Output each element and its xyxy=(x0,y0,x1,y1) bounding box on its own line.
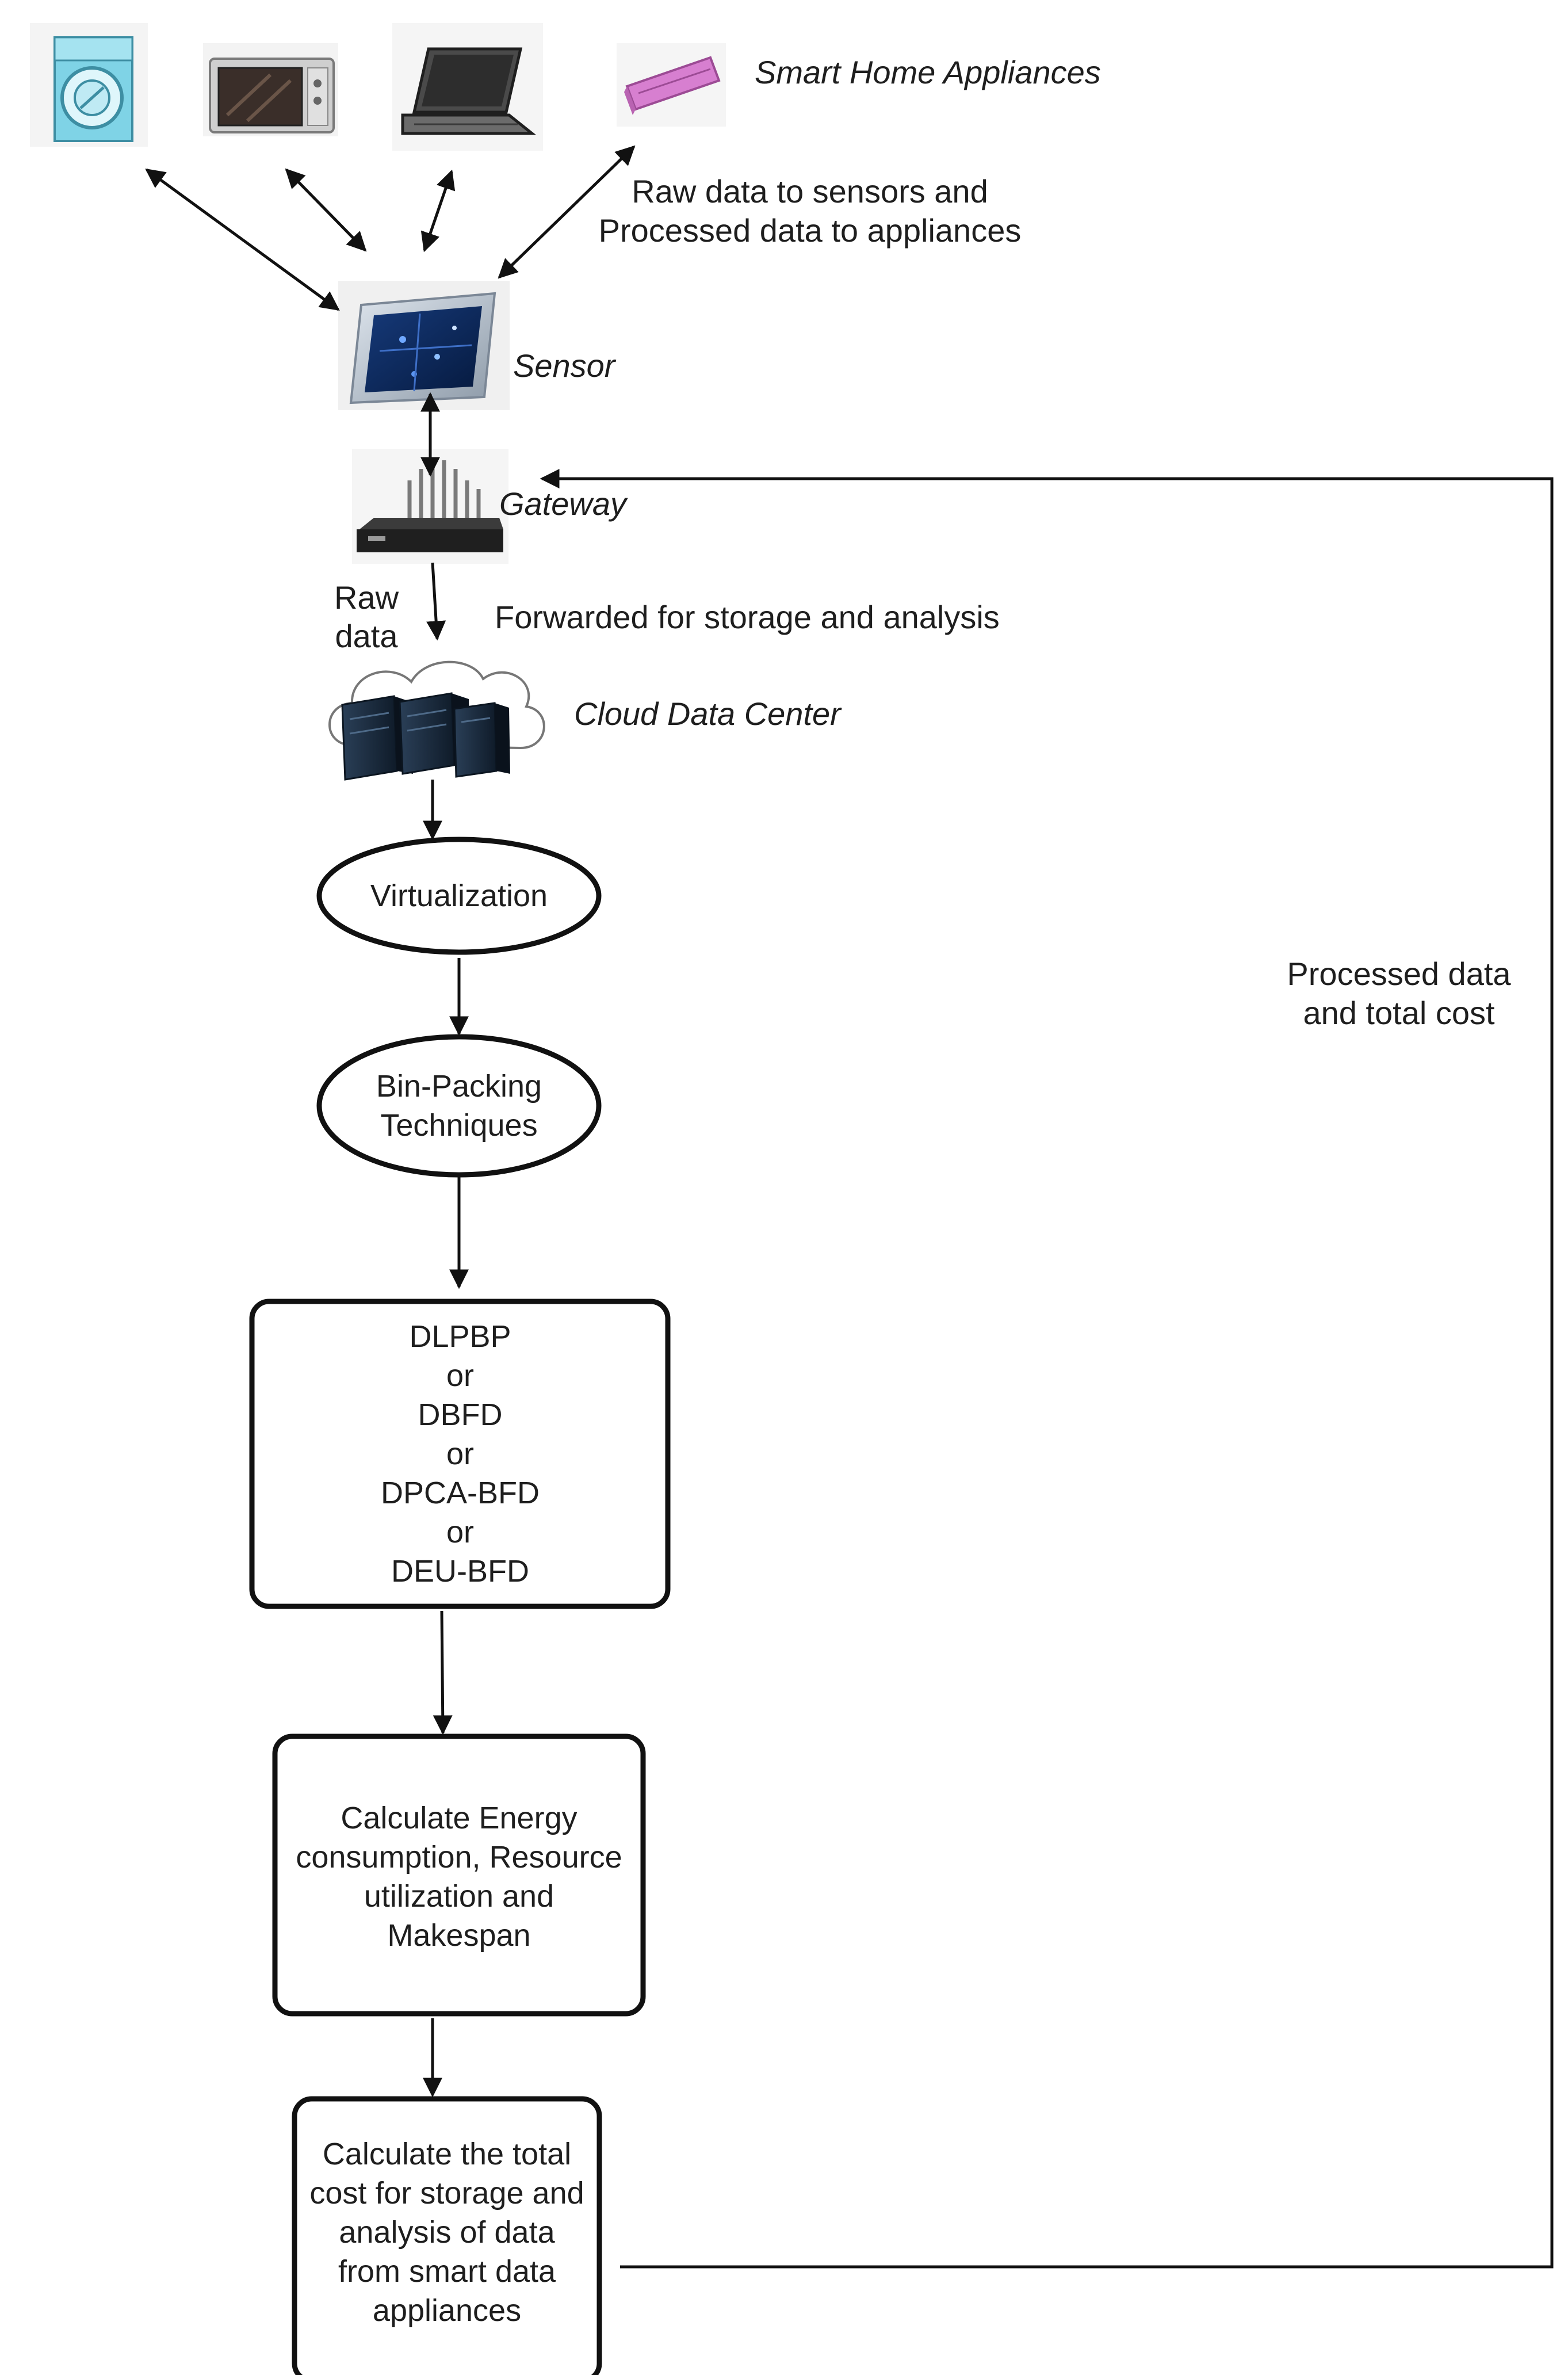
node-line: from smart data xyxy=(338,2254,556,2289)
node-line: or xyxy=(446,1437,474,1471)
sensor-icon xyxy=(338,281,510,410)
node-line: DLPBP xyxy=(409,1319,511,1354)
node-line: DPCA-BFD xyxy=(381,1476,540,1510)
arrow-algorithms-energy xyxy=(433,1610,453,1735)
sensor-label: Sensor xyxy=(513,348,617,384)
algorithms-box xyxy=(249,1299,671,1609)
raw-data-label-line2: Processed data to appliances xyxy=(599,212,1022,249)
arrow-ac-sensor xyxy=(498,145,636,279)
node-line: DEU-BFD xyxy=(391,1554,529,1589)
arrow-microwave-sensor xyxy=(285,168,367,252)
arrow-gateway-cloud xyxy=(426,562,446,641)
node-line: analysis of data xyxy=(339,2215,555,2250)
node-line: Calculate Energy xyxy=(341,1801,577,1835)
cloud-label: Cloud Data Center xyxy=(574,696,842,732)
node-line: Bin-Packing xyxy=(376,1069,542,1104)
air-conditioner-icon xyxy=(617,43,726,127)
virtualization-text: Virtualization xyxy=(370,879,548,913)
forwarded-label: Forwarded for storage and analysis xyxy=(495,599,1000,635)
processed-label-line1: Processed data xyxy=(1287,956,1511,992)
node-line: Techniques xyxy=(380,1108,537,1143)
microwave-icon xyxy=(203,43,338,136)
gateway-label: Gateway xyxy=(499,486,628,522)
cloud-server-icon xyxy=(328,660,545,781)
laptop-icon xyxy=(392,23,543,151)
node-line: Virtualization xyxy=(370,879,548,913)
node-line: appliances xyxy=(373,2293,521,2328)
virtualization-node xyxy=(316,837,602,955)
raw-label: Raw xyxy=(334,579,399,616)
appliances-label: Smart Home Appliances xyxy=(755,54,1101,90)
node-line: or xyxy=(446,1358,474,1393)
node-line: Makespan xyxy=(387,1918,530,1953)
node-line: cost for storage and xyxy=(309,2176,584,2210)
calc-cost-box xyxy=(292,2096,602,2375)
node-line: or xyxy=(446,1515,474,1549)
bin-packing-node xyxy=(316,1034,602,1178)
node-line: DBFD xyxy=(418,1397,503,1432)
node-line: utilization and xyxy=(364,1879,554,1914)
raw-data-label-line1: Raw data to sensors and xyxy=(632,173,988,209)
arrow-laptop-sensor xyxy=(420,169,456,253)
calc-cost-text: Calculate the total cost for storage and a… xyxy=(309,2137,584,2328)
node-line: consumption, Resource xyxy=(296,1840,622,1874)
arrow-feedback-to-gateway xyxy=(540,469,1554,2269)
arrow-washer-sensor xyxy=(145,168,340,311)
data-label: data xyxy=(335,618,399,654)
processed-label-line2: and total cost xyxy=(1303,995,1495,1031)
calc-energy-box xyxy=(272,1733,646,2017)
node-line: Calculate the total xyxy=(323,2137,571,2171)
washing-machine-icon xyxy=(30,23,148,147)
calc-energy-text: Calculate Energy consumption, Resource uti… xyxy=(296,1801,622,1953)
